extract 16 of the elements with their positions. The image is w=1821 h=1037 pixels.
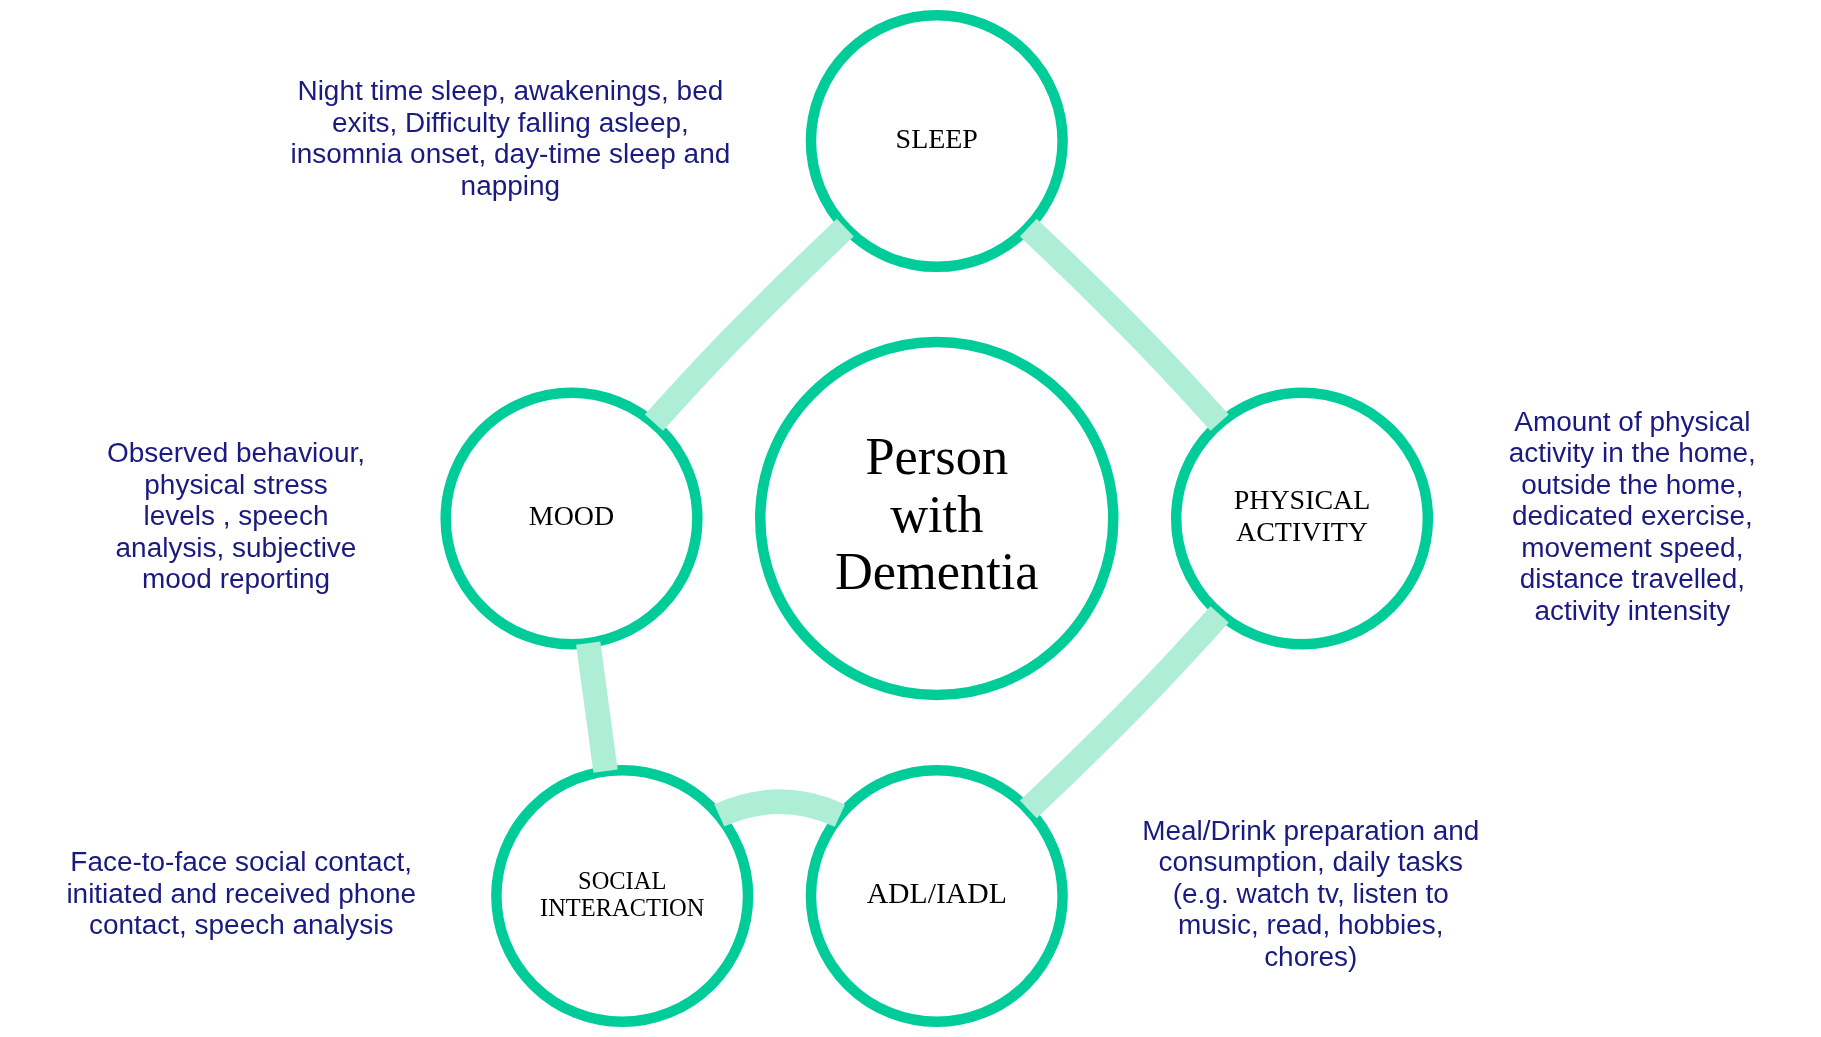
node-label: Meal/Drink preparation and consumption, daily tasks (e.g. watch tv, listen to music, read, hobbies, chores) bbox=[1141, 814, 1479, 972]
node-label: Amount of physical activity in the home, outside the home, dedicated exercise, movement speed, distance travelled, activity intensity bbox=[1508, 405, 1756, 626]
node-label: Night time sleep, awakenings, bed exits, Difficulty falling asleep, insomnia onset, day-time sleep and napping bbox=[289, 75, 730, 201]
node-circle: MOOD bbox=[439, 387, 703, 650]
connector bbox=[644, 218, 854, 431]
node-label: Observed behaviour, physical stress levels , speech analysis, subjective mood reporting bbox=[106, 437, 365, 595]
connector bbox=[575, 641, 618, 773]
node-circle: PHYSICAL ACTIVITY bbox=[1170, 387, 1433, 650]
node-circle: Person with Dementia bbox=[754, 336, 1119, 701]
connector bbox=[1019, 606, 1229, 819]
connector bbox=[1019, 218, 1229, 431]
node-label: Face-to-face social contact, initiated and received phone contact, speech analysis bbox=[65, 846, 416, 941]
connector bbox=[714, 789, 845, 827]
node-circle: ADL/IADL bbox=[805, 764, 1068, 1028]
node-circle: SOCIAL INTERACTION bbox=[490, 764, 753, 1028]
node-circle: SLEEP bbox=[805, 9, 1068, 273]
